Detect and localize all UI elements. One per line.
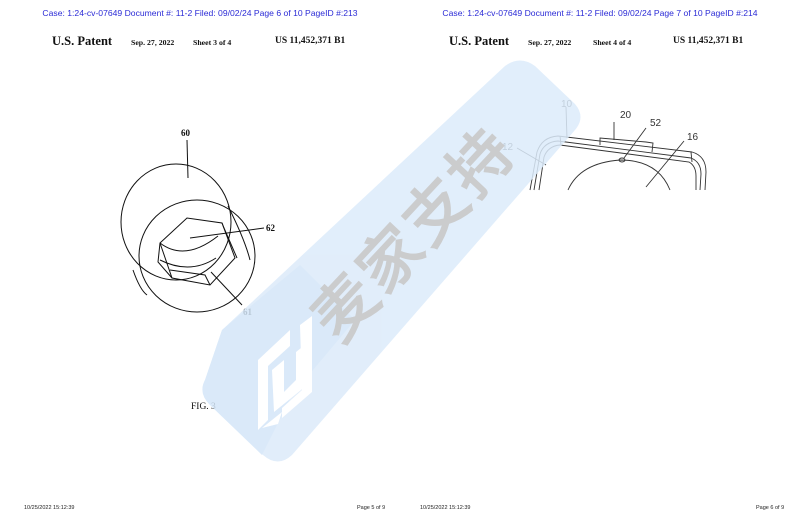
document-page-right: Case: 1:24-cv-07649 Document #: 11-2 Fil…	[400, 0, 800, 520]
patent-date: Sep. 27, 2022	[131, 38, 175, 47]
case-header-line: Case: 1:24-cv-07649 Document #: 11-2 Fil…	[442, 8, 758, 18]
footer-page-number: Page 5 of 9	[357, 505, 386, 511]
patent-title: U.S. Patent	[52, 34, 113, 48]
patent-number: US 11,452,371 B1	[275, 36, 346, 46]
case-header-line: Case: 1:24-cv-07649 Document #: 11-2 Fil…	[42, 8, 358, 18]
footer-timestamp: 10/25/2022 15:12:39	[420, 505, 471, 511]
footer-page-number: Page 6 of 9	[756, 505, 785, 511]
fig3-drawing: 60 62 61	[120, 128, 276, 317]
patent-number: US 11,452,371 B1	[673, 36, 744, 46]
label-62: 62	[266, 223, 276, 233]
patent-title: U.S. Patent	[449, 34, 510, 48]
label-61: 61	[243, 307, 253, 317]
footer-timestamp: 10/25/2022 15:12:39	[24, 505, 75, 511]
label-60: 60	[181, 128, 191, 138]
label-20: 20	[620, 110, 632, 121]
patent-sheet: Sheet 4 of 4	[593, 38, 632, 47]
figure-caption: FIG. 3	[191, 402, 216, 412]
label-10: 10	[561, 99, 573, 110]
patent-date: Sep. 27, 2022	[528, 38, 572, 47]
document-page-left: Case: 1:24-cv-07649 Document #: 11-2 Fil…	[24, 8, 386, 511]
label-52: 52	[650, 118, 662, 129]
patent-sheet: Sheet 3 of 4	[193, 38, 232, 47]
fig4-drawing: 10 20 52 16 12	[502, 99, 707, 191]
label-16: 16	[687, 132, 699, 143]
label-12: 12	[502, 142, 514, 153]
